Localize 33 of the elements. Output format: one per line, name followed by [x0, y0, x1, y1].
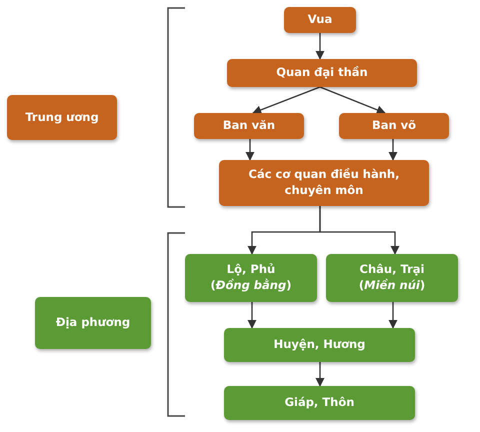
box-label: Ban võ [372, 118, 416, 134]
process-box [326, 254, 458, 302]
box-label: (Đồng bằng) [210, 278, 292, 294]
process-box [7, 95, 117, 140]
box-label: Trung ương [25, 110, 99, 126]
box-label: Quan đại thần [276, 65, 368, 81]
box-label: Châu, Trại [360, 262, 424, 278]
box-label: Vua [308, 12, 332, 28]
arrow [320, 86, 386, 114]
box-label: Địa phương [56, 315, 130, 331]
arrow [315, 362, 325, 387]
process-box [284, 7, 356, 33]
arrow [388, 302, 398, 329]
process-box [339, 113, 449, 139]
process-box [224, 386, 415, 420]
arrow [245, 139, 255, 161]
box-label: Các cơ quan điều hành, chuyên môn [248, 167, 400, 199]
box-label: Ban văn [222, 118, 276, 134]
process-box [227, 59, 417, 87]
process-box [219, 160, 429, 206]
process-box [35, 297, 151, 349]
process-box [185, 254, 317, 302]
arrow [388, 139, 398, 161]
box-label: Huyện, Hương [274, 337, 366, 353]
box-label: (Miền núi) [358, 278, 426, 294]
arrow [315, 33, 325, 60]
arrow [247, 302, 257, 329]
process-box [224, 328, 415, 362]
process-box [194, 113, 304, 139]
arrow [319, 206, 400, 255]
box-label: Giáp, Thôn [284, 395, 354, 411]
arrow [252, 86, 320, 114]
box-label: Lộ, Phủ [226, 262, 276, 278]
